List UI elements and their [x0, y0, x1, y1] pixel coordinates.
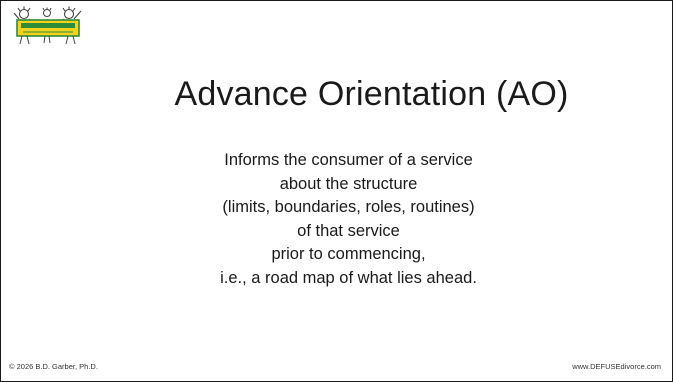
body-line: (limits, boundaries, roles, routines)	[222, 198, 475, 217]
body-line: of that service	[297, 221, 400, 240]
slide-title: Advance Orientation (AO)	[174, 75, 569, 113]
website-footer: www.DEFUSEdivorce.com	[572, 362, 661, 371]
body-line: Informs the consumer of a service	[224, 151, 473, 169]
body-line: about the structure	[279, 174, 418, 193]
slide-body: Informs the consumer of a service about …	[1, 149, 672, 291]
copyright-footer: © 2026 B.D. Garber, Ph.D.	[9, 362, 98, 371]
body-line: i.e., a road map of what lies ahead.	[220, 268, 477, 287]
body-line: prior to commencing,	[271, 245, 426, 264]
defuse-divorce-logo-icon	[13, 6, 82, 45]
